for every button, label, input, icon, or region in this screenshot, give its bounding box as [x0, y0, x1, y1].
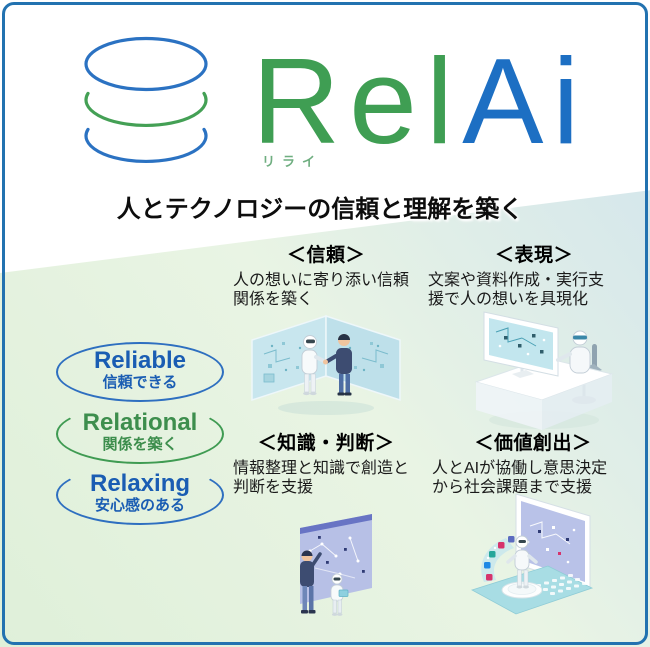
illustration-robot-on-laptop-with-app-icons [470, 493, 594, 615]
illustration-human-robot-handshake [251, 314, 401, 415]
human-figure [324, 334, 352, 396]
brand-ruby-katakana: リライ [262, 154, 323, 169]
feature-trust-line1: 人の想いに寄り添い信頼 [233, 272, 410, 289]
value-relaxing-ja: 安心感のある [94, 497, 185, 514]
feature-value-title: ＜価値創出＞ [474, 433, 592, 454]
feature-knowledge-line1: 情報整理と知識で創造と [233, 460, 410, 477]
value-reliable-en: Reliable [93, 347, 187, 374]
robot-figure [301, 335, 328, 396]
value-relational-ja: 関係を築く [102, 436, 178, 453]
relai-stacked-rings-logo [84, 36, 208, 163]
feature-trust-line2: 関係を築く [233, 291, 314, 308]
feature-knowledge-line2: 判断を支援 [233, 479, 314, 496]
feature-value-creation: ＜価値創出＞ 人とAIが協働し意思決定 から社会課題まで支援 [432, 428, 634, 497]
handshake-hands [323, 359, 328, 365]
value-relational-en: Relational [82, 409, 198, 436]
feature-expression-line1: 文案や資料作成・実行支 [428, 272, 605, 289]
feature-expression-line2: 援で人の想いを具現化 [428, 291, 589, 308]
tagline: 人とテクノロジーの信頼と理解を築く [116, 196, 524, 223]
feature-value-line1: 人とAIが協働し意思決定 [432, 460, 608, 477]
illustration-robot-working-at-monitor-desk [474, 311, 614, 430]
brand-wordmark: RelAi [252, 40, 589, 162]
feature-value-line2: から社会課題まで支援 [432, 479, 593, 496]
value-relaxing-en: Relaxing [89, 470, 191, 497]
oval-ring-blue-open [56, 465, 224, 525]
feature-knowledge-title: ＜知識・判断＞ [257, 433, 395, 454]
illustration-human-and-robot-at-flowchart-board [300, 514, 372, 616]
brand-part-blue: Ai [462, 33, 589, 169]
value-oval-relaxing: Relaxing 安心感のある [56, 465, 224, 525]
feature-trust: ＜信頼＞ 人の想いに寄り添い信頼 関係を築く [233, 240, 419, 309]
ring-bottom-blue [84, 127, 208, 163]
value-oval-reliable: Reliable 信頼できる [56, 342, 224, 402]
value-oval-relational: Relational 関係を築く [56, 404, 224, 464]
ring-top-blue [84, 36, 208, 92]
human-pointing [300, 550, 322, 614]
robot-pedestal [501, 581, 543, 599]
feature-trust-title: ＜信頼＞ [286, 245, 365, 266]
value-reliable-ja: 信頼できる [102, 374, 178, 391]
monitor-with-flowchart [483, 311, 559, 378]
feature-expression-title: ＜表現＞ [494, 245, 573, 266]
flowchart-board [300, 514, 372, 604]
oval-ring-blue-full [56, 342, 224, 402]
ground-shadow [278, 401, 374, 415]
oval-ring-green-open [56, 404, 224, 464]
ring-middle-green [84, 91, 208, 127]
robot-seated [556, 330, 591, 374]
robot-standing [506, 535, 538, 589]
feature-expression: ＜表現＞ 文案や資料作成・実行支 援で人の想いを具現化 [428, 240, 640, 309]
app-icon-ribbon [481, 536, 515, 582]
brand-part-green: Rel [252, 33, 463, 169]
robot-with-tablet [330, 573, 349, 616]
feature-knowledge-judgment: ＜知識・判断＞ 情報整理と知識で創造と 判断を支援 [233, 428, 419, 497]
